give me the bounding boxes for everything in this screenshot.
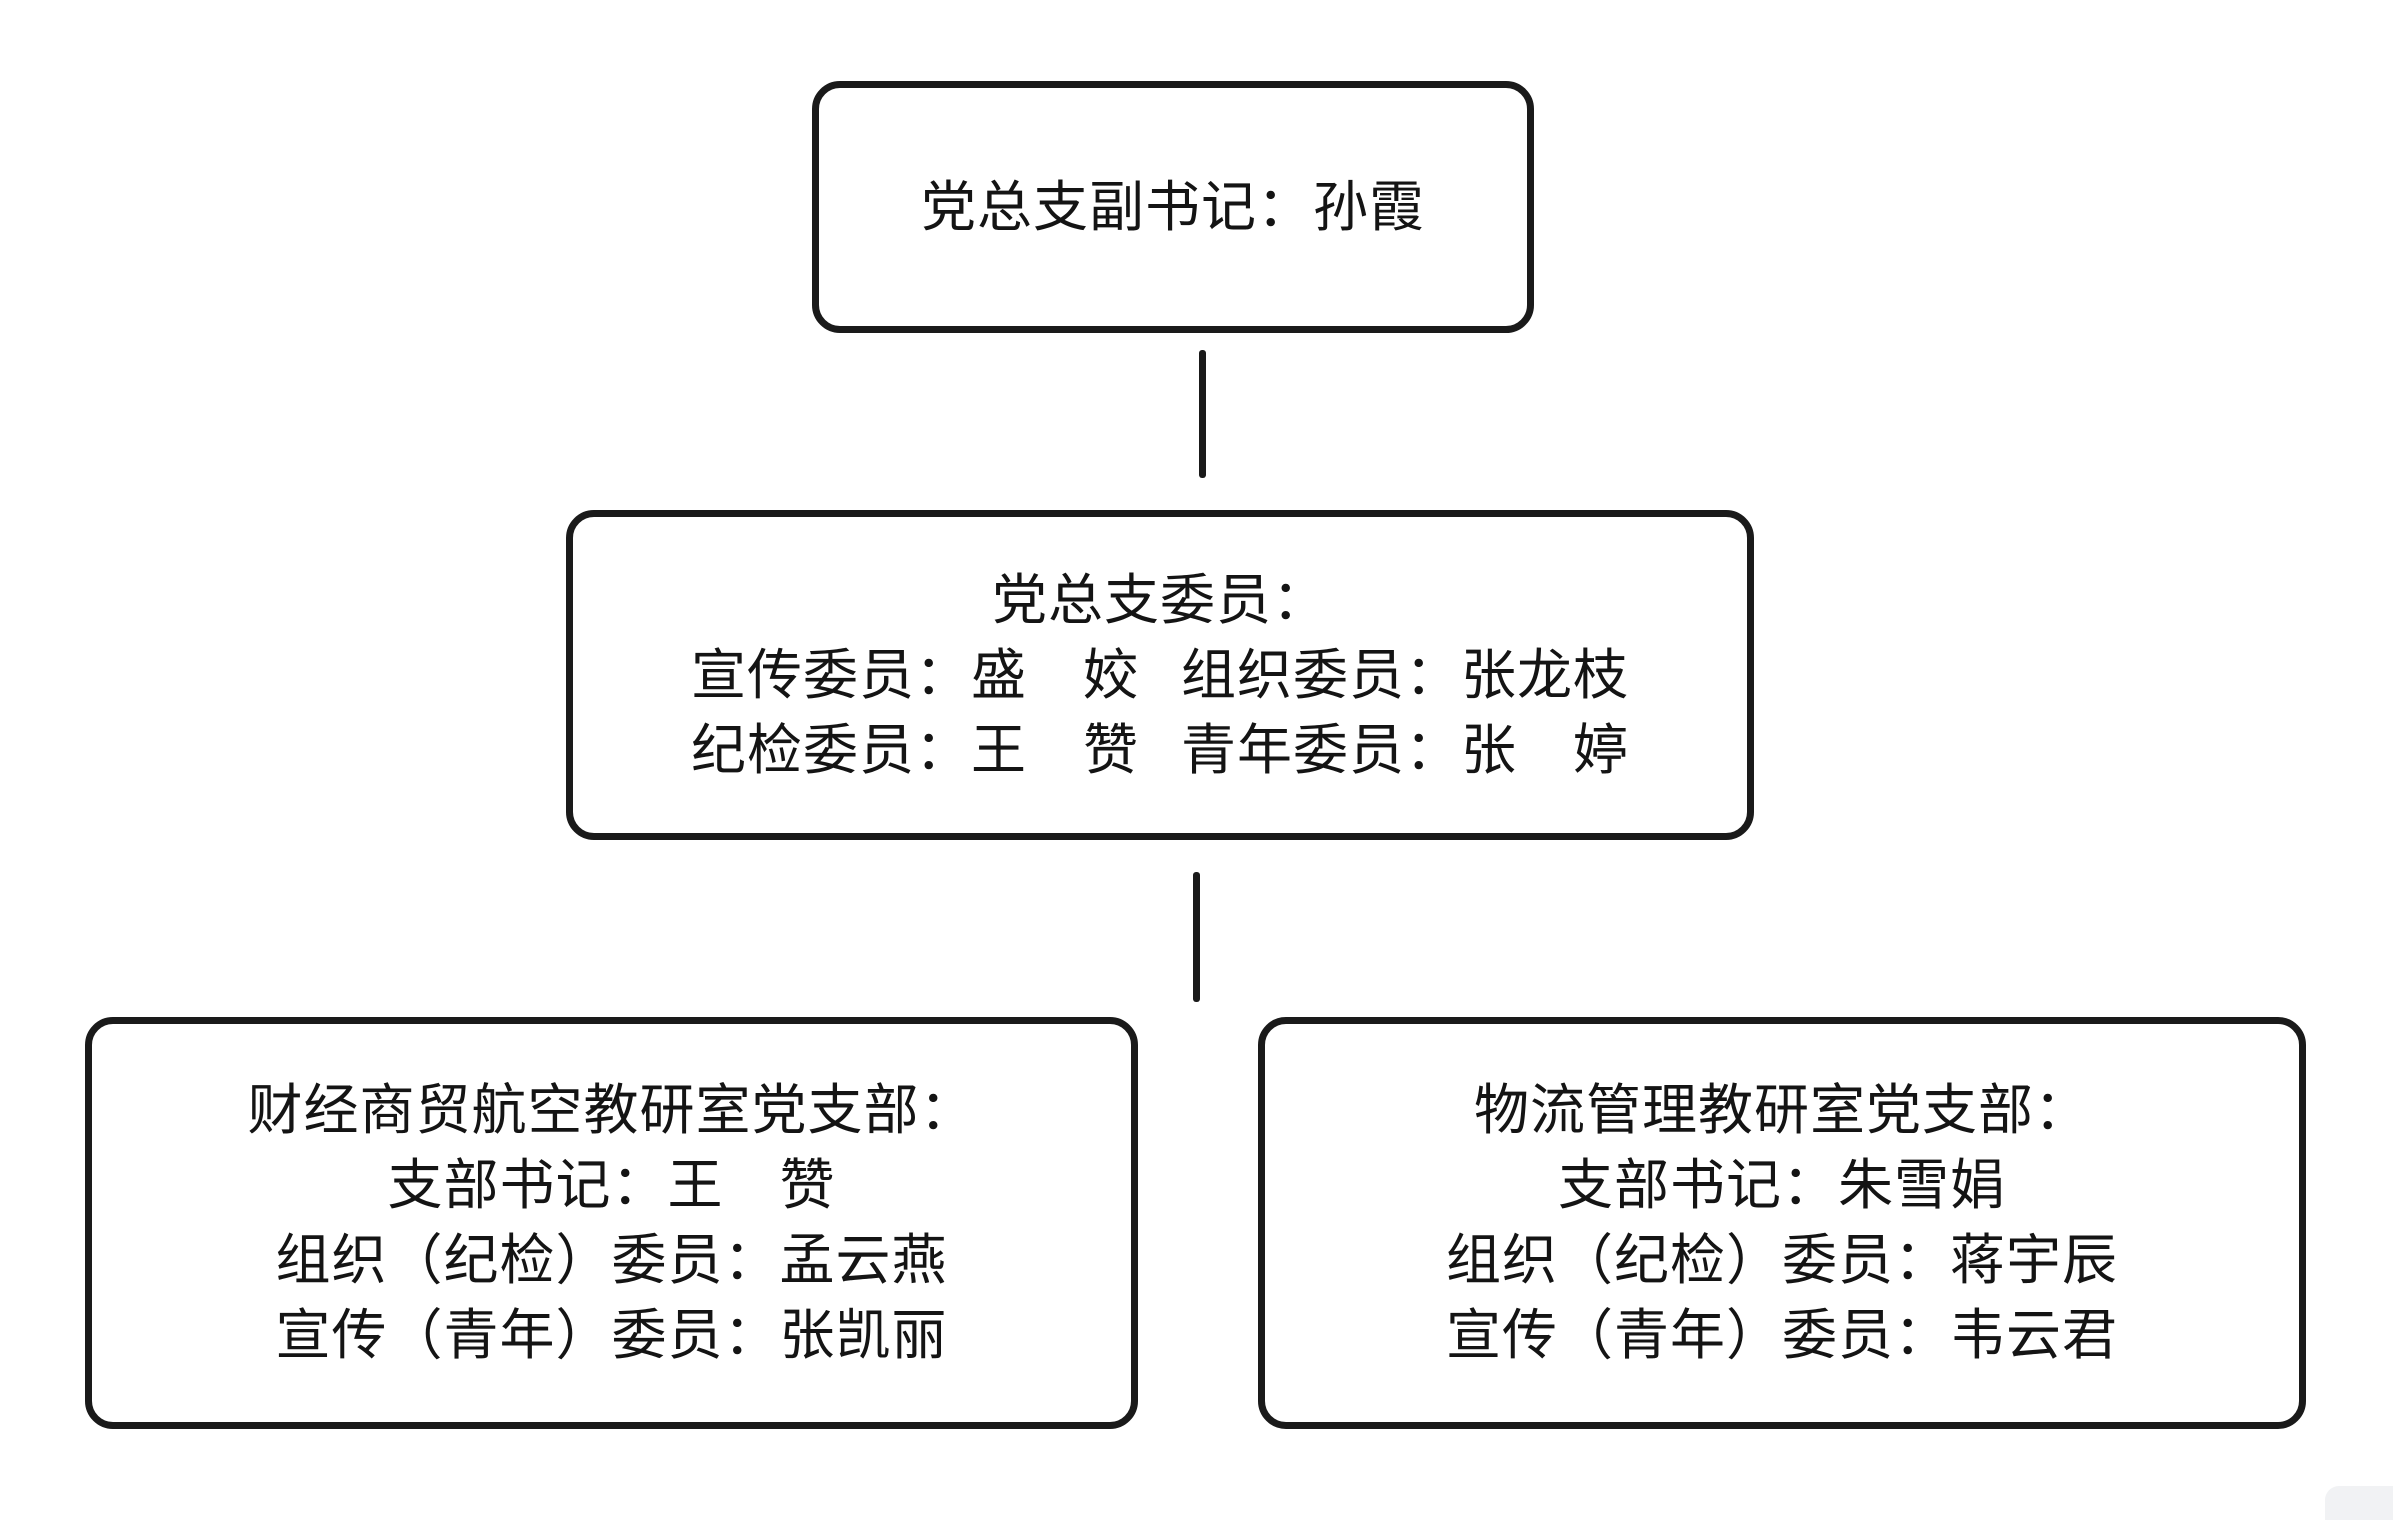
- committee-member-publicity: 宣传委员：盛 姣: [690, 643, 1139, 706]
- committee-title: 党总支委员：: [991, 568, 1328, 631]
- branch-title: 财经商贸航空教研室党支部：: [247, 1079, 976, 1141]
- branch-publicity-youth-member: 宣传（青年）委员：韦云君: [1445, 1304, 2118, 1366]
- branch-secretary: 支部书记：王 赞: [387, 1154, 836, 1216]
- org-node-branch-finance-trade-aviation: 财经商贸航空教研室党支部： 支部书记：王 赞 组织（纪检）委员：孟云燕 宣传（青…: [85, 1017, 1138, 1429]
- org-node-branch-logistics: 物流管理教研室党支部： 支部书记：朱雪娟 组织（纪检）委员：蒋宇辰 宣传（青年）…: [1258, 1017, 2306, 1429]
- branch-publicity-youth-member: 宣传（青年）委员：张凯丽: [275, 1304, 948, 1366]
- connector-committee-to-branches: [1193, 872, 1200, 1002]
- committee-member-youth: 青年委员：张 婷: [1181, 718, 1630, 781]
- committee-member-organization: 组织委员：张龙枝: [1181, 643, 1630, 706]
- branch-org-discipline-member: 组织（纪检）委员：蒋宇辰: [1445, 1229, 2118, 1291]
- branch-title: 物流管理教研室党支部：: [1473, 1079, 2090, 1141]
- committee-member-discipline: 纪检委员：王 赞: [690, 718, 1139, 781]
- committee-row: 纪检委员：王 赞 青年委员：张 婷: [691, 713, 1629, 788]
- branch-secretary: 支部书记：朱雪娟: [1557, 1154, 2006, 1216]
- deputy-secretary-label: 党总支副书记：孙霞: [920, 175, 1425, 238]
- corner-artifact: [2325, 1486, 2393, 1520]
- branch-org-discipline-member: 组织（纪检）委员：孟云燕: [275, 1229, 948, 1291]
- committee-row: 宣传委员：盛 姣 组织委员：张龙枝: [691, 638, 1629, 713]
- org-node-committee: 党总支委员： 宣传委员：盛 姣 组织委员：张龙枝 纪检委员：王 赞 青年委员：张…: [566, 510, 1754, 840]
- connector-top-to-committee: [1199, 350, 1206, 478]
- org-node-deputy-secretary: 党总支副书记：孙霞: [812, 81, 1534, 333]
